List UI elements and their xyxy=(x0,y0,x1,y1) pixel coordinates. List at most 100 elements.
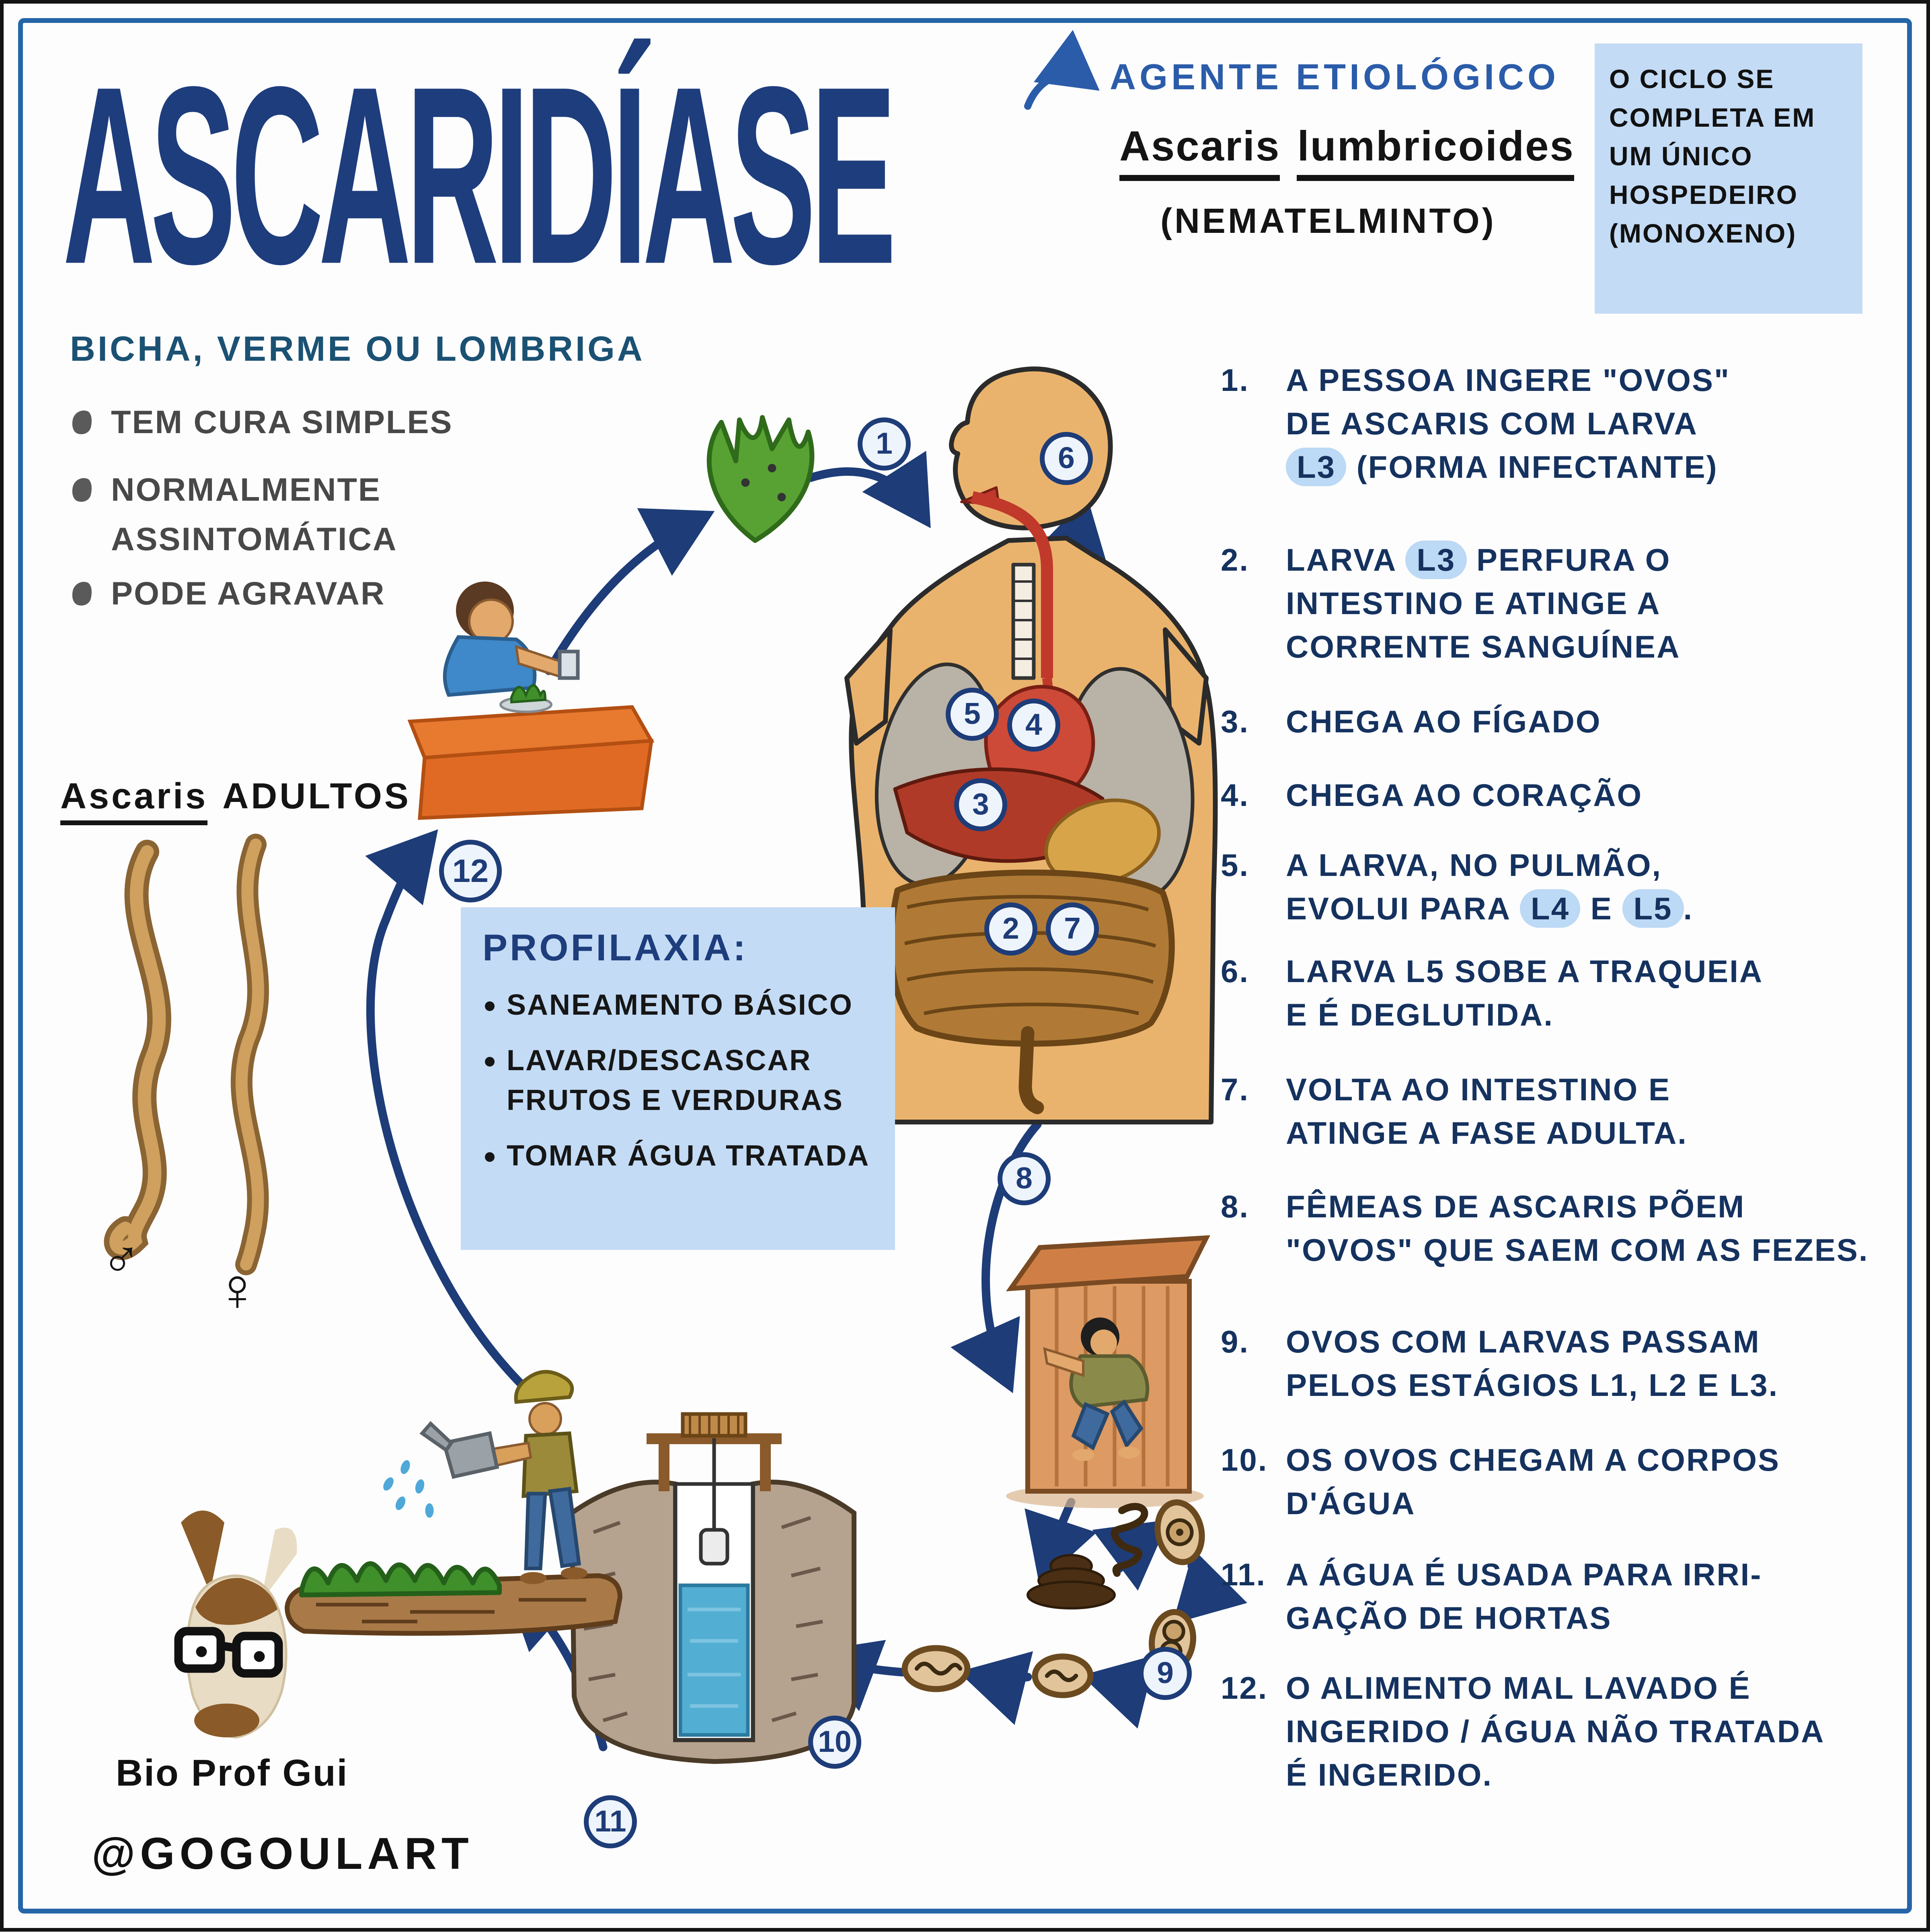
step-number: 5. xyxy=(1221,847,1250,883)
adults-word: ADULTOS xyxy=(222,777,411,817)
farmer-head xyxy=(528,1402,562,1436)
step-text: FÊMEAS DE ASCARIS PÕEM "OVOS" QUE SAEM C… xyxy=(1286,1188,1869,1268)
marker-1: 1 xyxy=(858,417,911,471)
fact-item: PODE AGRAVAR xyxy=(70,569,386,619)
marker-2: 2 xyxy=(984,902,1037,956)
cycle-step-12: 12. O ALIMENTO MAL LAVADO É INGERIDO / ÁG… xyxy=(1221,1667,1882,1797)
step-text: A ÁGUA É USADA PARA IRRI- GAÇÃO DE HORTA… xyxy=(1286,1556,1762,1636)
arrow-body-to-outhouse xyxy=(951,1120,1042,1394)
larva-stage-highlight: L3 xyxy=(1406,541,1467,579)
boy-eating-illustration xyxy=(407,582,655,820)
marker-11: 11 xyxy=(584,1795,637,1848)
egg-unicellular-icon xyxy=(1154,1499,1205,1565)
prophylaxis-item: SANEAMENTO BÁSICO xyxy=(482,987,873,1026)
male-symbol: ♂ xyxy=(101,1228,141,1287)
marker-12: 12 xyxy=(439,840,502,902)
prophylaxis-item: TOMAR ÁGUA TRATADA xyxy=(482,1138,873,1177)
step-number: 4. xyxy=(1221,777,1250,813)
water-drops xyxy=(383,1460,434,1518)
social-handle: @GOGOULART xyxy=(92,1829,474,1879)
can-spout xyxy=(419,1421,454,1453)
step-text: O ALIMENTO MAL LAVADO É INGERIDO / ÁGUA … xyxy=(1286,1670,1825,1793)
watering-can xyxy=(441,1431,499,1479)
glass xyxy=(558,649,580,680)
marker-10: 10 xyxy=(808,1716,861,1769)
cycle-step-8: 8.FÊMEAS DE ASCARIS PÕEM "OVOS" QUE SAEM… xyxy=(1221,1186,1882,1272)
feces-icon xyxy=(1027,1503,1148,1609)
prophylaxis-title: PROFILAXIA: xyxy=(482,927,748,969)
donkey-mascot-icon xyxy=(174,1511,297,1739)
step-number: 3. xyxy=(1221,703,1250,740)
female-symbol: ♀ xyxy=(215,1256,260,1324)
farmer-pants xyxy=(524,1486,581,1570)
esophagus xyxy=(971,491,1053,678)
larva-stage-highlight: L4 xyxy=(1520,889,1581,928)
marker-4: 4 xyxy=(1007,699,1060,752)
fact-item: NORMALMENTE ASSINTOMÁTICA xyxy=(70,466,398,563)
fact-item: TEM CURA SIMPLES xyxy=(70,398,453,447)
squat-boy-face xyxy=(1090,1330,1117,1356)
arrow-egg3-egg4 xyxy=(958,1651,1033,1725)
leaf-icon xyxy=(706,415,815,543)
cycle-step-9: 9.OVOS COM LARVAS PASSAM PELOS ESTÁGIOS … xyxy=(1221,1321,1882,1408)
step-number: 1. xyxy=(1221,362,1250,398)
squat-boy-arm xyxy=(1043,1347,1084,1377)
donkey-forelock xyxy=(195,1578,277,1625)
step-text: LARVA L3 PERFURA O INTESTINO E ATINGE A … xyxy=(1286,539,1680,669)
squat-boy-pants xyxy=(1071,1399,1144,1451)
boy-shirt xyxy=(443,635,537,697)
etiologic-agent-label: AGENTE ETIOLÓGICO xyxy=(1110,58,1560,98)
cycle-step-11: 11. A ÁGUA É USADA PARA IRRI- GAÇÃO DE HO… xyxy=(1221,1554,1882,1640)
donkey-ear-left xyxy=(181,1511,224,1593)
outhouse-roof xyxy=(1006,1235,1211,1291)
prophylaxis-item: LAVAR/DESCASCAR FRUTOS E VERDURAS xyxy=(482,1043,873,1121)
step-text: A PESSOA INGERE "OVOS" DE ASCARIS COM LA… xyxy=(1286,360,1730,489)
step-number: 9. xyxy=(1221,1324,1250,1360)
step-number: 12. xyxy=(1221,1670,1268,1706)
donkey-ear-right xyxy=(261,1527,297,1602)
species-word: lumbricoides xyxy=(1297,123,1575,181)
step-text: VOLTA AO INTESTINO E ATINGE A FASE ADULT… xyxy=(1286,1071,1688,1151)
step-text: CHEGA AO CORAÇÃO xyxy=(1286,777,1643,813)
author-credit: Bio Prof Gui xyxy=(116,1752,349,1794)
arrow-boy-to-leaf xyxy=(544,508,715,675)
step-text: LARVA L5 SOBE A TRAQUEIA E É DEGLUTIDA. xyxy=(1286,953,1764,1033)
genus-word: Ascaris xyxy=(60,777,208,825)
step-number: 2. xyxy=(1221,542,1250,578)
marker-3: 3 xyxy=(954,778,1007,831)
arm-left xyxy=(844,627,893,746)
arrow-egg1-egg2 xyxy=(1172,1549,1247,1624)
step-number: 11. xyxy=(1221,1556,1267,1593)
step-number: 7. xyxy=(1221,1071,1250,1108)
squat-boy-shirt xyxy=(1069,1354,1150,1409)
marker-5: 5 xyxy=(946,688,999,741)
larva-stage-highlight: L5 xyxy=(1622,889,1684,928)
arrow-agent xyxy=(1024,30,1100,110)
step-text: A LARVA, NO PULMÃO, EVOLUI PARA L4 E L5. xyxy=(1286,845,1693,931)
marker-6: 6 xyxy=(1040,432,1093,485)
arrow-9-egg3 xyxy=(1081,1655,1156,1729)
monoxenous-note-box: O CICLO SE COMPLETA EM UM ÚNICO HOSPEDEI… xyxy=(1595,43,1862,314)
bucket xyxy=(699,1528,729,1566)
arrow-garden-to-table xyxy=(365,829,535,1398)
farmer-hat xyxy=(514,1370,574,1404)
salad xyxy=(510,684,547,704)
table-front xyxy=(418,739,654,820)
farmer-shirt xyxy=(522,1431,579,1498)
prophylaxis-box: PROFILAXIA: SANEAMENTO BÁSICO LAVAR/DESC… xyxy=(461,907,895,1250)
adult-worms-label: Ascaris ADULTOS xyxy=(60,777,411,825)
step-number: 10. xyxy=(1221,1442,1268,1478)
cycle-step-3: 3.CHEGA AO FÍGADO xyxy=(1221,701,1882,744)
cycle-step-7: 7. VOLTA AO INTESTINO E ATINGE A FASE ADU… xyxy=(1221,1069,1882,1155)
well-illustration xyxy=(569,1412,856,1764)
intestine-tail xyxy=(1018,1026,1044,1114)
egg-larva-icon xyxy=(1032,1653,1094,1698)
outhouse-illustration xyxy=(1006,1235,1211,1508)
phylum-label: (NEMATELMINTO) xyxy=(1160,203,1496,241)
worm-female-icon xyxy=(230,834,269,1275)
larva-stage-highlight: L3 xyxy=(1286,447,1347,486)
hand-drawn-border xyxy=(18,18,1912,1914)
cycle-step-1: 1. A PESSOA INGERE "OVOS" DE ASCARIS COM … xyxy=(1221,360,1882,489)
